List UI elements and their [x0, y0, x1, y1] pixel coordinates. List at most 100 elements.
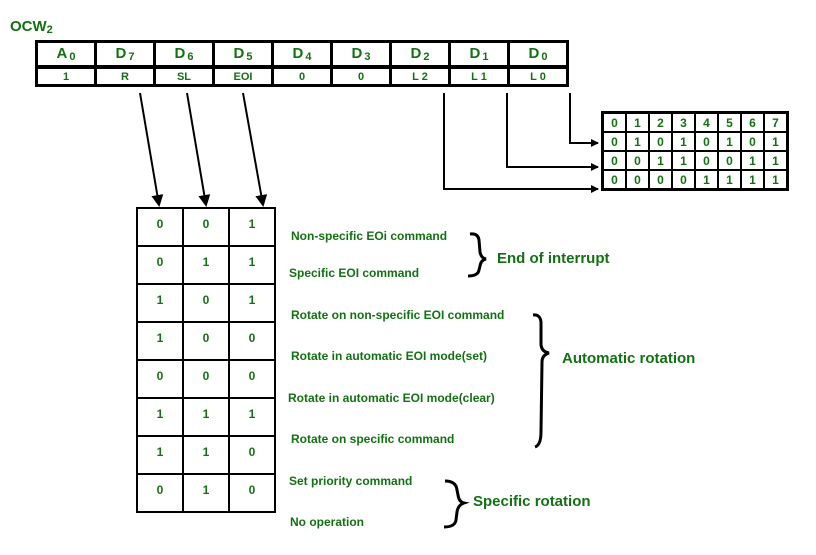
mode-bit: 1	[228, 397, 276, 437]
mode-description: Rotate on non-specific EOI command	[291, 308, 505, 322]
bit-sub: 4	[305, 51, 312, 63]
bit-name: D	[292, 45, 304, 62]
priority-table: 0 1 2 3 4 5 6 7 0 1 0 1 0 1 0 1 0 0 1 1 …	[601, 111, 789, 191]
mode-description: No operation	[290, 515, 364, 529]
priority-header-row: 0 1 2 3 4 5 6 7	[604, 114, 786, 131]
mode-bit: 1	[136, 397, 184, 437]
mode-bit: 1	[136, 435, 184, 475]
bit-sub: 2	[423, 51, 430, 63]
mode-bit: 0	[136, 245, 184, 285]
priority-cell: 0	[673, 171, 694, 188]
mode-bit: 1	[228, 283, 276, 323]
bit-value: 0	[271, 65, 333, 87]
priority-cell: 1	[673, 152, 694, 169]
mode-bit: 0	[136, 473, 184, 513]
arrow-sl	[186, 92, 211, 207]
bit-value: SL	[153, 65, 215, 87]
title-text: OCW	[10, 18, 47, 35]
mode-bit: 1	[182, 397, 230, 437]
priority-cell: 0	[604, 171, 625, 188]
priority-cell: 1	[765, 171, 786, 188]
bit-sub: 6	[187, 51, 194, 63]
bit-name: D	[115, 45, 127, 62]
bit-value: L 2	[389, 65, 451, 87]
mode-bit: 0	[182, 207, 230, 247]
arrow-r	[139, 92, 164, 207]
bit-sub: 3	[364, 51, 371, 63]
bit-sub: 0	[69, 51, 76, 63]
mode-bit: 0	[228, 359, 276, 399]
priority-cell: 0	[627, 171, 648, 188]
group-label-specific-rotation: Specific rotation	[473, 493, 591, 510]
priority-cell: 0	[696, 152, 717, 169]
priority-cell: 7	[765, 114, 786, 131]
bit-value: L 0	[507, 65, 569, 87]
priority-cell: 6	[742, 114, 763, 131]
priority-cell: 0	[604, 133, 625, 150]
mode-bit: 1	[182, 435, 230, 475]
mode-bit: 0	[228, 321, 276, 361]
priority-cell: 2	[650, 114, 671, 131]
mode-bit: 0	[136, 359, 184, 399]
brace-automatic	[532, 313, 550, 449]
bit-sub: 7	[128, 51, 135, 63]
priority-cell: 1	[765, 152, 786, 169]
mode-bit: 0	[182, 321, 230, 361]
priority-cell: 0	[696, 133, 717, 150]
brace-eoi	[467, 232, 487, 278]
priority-cell: 1	[742, 171, 763, 188]
mode-bit: 0	[136, 207, 184, 247]
arrow-l0	[569, 93, 599, 147]
priority-cell: 0	[650, 171, 671, 188]
priority-cell: 3	[673, 114, 694, 131]
priority-cell: 1	[765, 133, 786, 150]
mode-description: Rotate in automatic EOI mode(clear)	[288, 391, 495, 405]
bit-name: D	[469, 45, 481, 62]
mode-bit: 1	[136, 283, 184, 323]
bit-value: R	[94, 65, 156, 87]
priority-row-l1: 0 0 1 1 0 0 1 1	[604, 152, 786, 169]
bit-name: D	[174, 45, 186, 62]
title-subscript: 2	[46, 24, 53, 36]
priority-row-l2: 0 0 0 0 1 1 1 1	[604, 171, 786, 188]
bit-value: 0	[330, 65, 392, 87]
mode-description: Rotate on specific command	[291, 432, 455, 446]
priority-cell: 1	[719, 133, 740, 150]
mode-bit: 0	[182, 359, 230, 399]
bit-name: D	[410, 45, 422, 62]
mode-bit: 1	[182, 245, 230, 285]
mode-description: Set priority command	[289, 474, 413, 488]
mode-bit: 0	[228, 473, 276, 513]
mode-bit: 1	[228, 207, 276, 247]
priority-cell: 0	[742, 133, 763, 150]
brace-specific	[443, 479, 470, 529]
bit-sub: 0	[541, 51, 548, 63]
register-value-row: 1 R SL EOI 0 0 L 2 L 1 L 0	[35, 65, 569, 87]
priority-row-l0: 0 1 0 1 0 1 0 1	[604, 133, 786, 150]
bit-sub: 1	[482, 51, 489, 63]
mode-bit: 1	[182, 473, 230, 513]
priority-cell: 4	[696, 114, 717, 131]
priority-cell: 5	[719, 114, 740, 131]
priority-cell: 1	[673, 133, 694, 150]
bit-name: D	[351, 45, 363, 62]
